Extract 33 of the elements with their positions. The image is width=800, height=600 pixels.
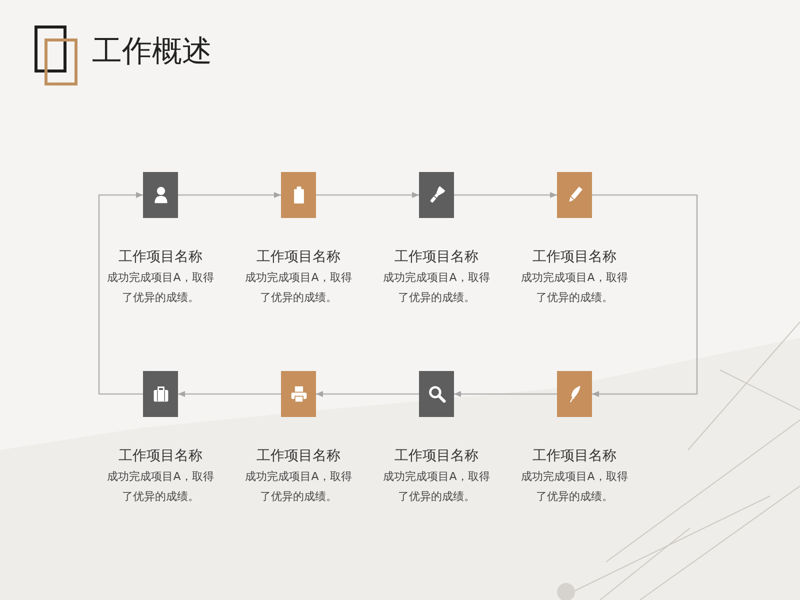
arrow [178, 192, 281, 198]
title: 工作概述 [92, 33, 212, 71]
arrow [454, 192, 557, 198]
step-heading: 工作项目名称 [394, 248, 480, 267]
step-heading: 工作项目名称 [256, 447, 342, 466]
step-heading: 工作项目名称 [532, 447, 618, 466]
square-tile [557, 371, 592, 417]
arrow [178, 391, 281, 397]
elbow-arrow [98, 192, 143, 395]
elbow-arrow [592, 194, 698, 397]
square-tile [557, 172, 592, 218]
step-heading: 工作项目名称 [118, 248, 204, 267]
step-description: 成功完成项目A，取得了优异的成绩。 [244, 270, 353, 306]
step-description: 成功完成项目A，取得了优异的成绩。 [520, 270, 629, 306]
square-tile [281, 371, 316, 417]
square-tile [419, 172, 454, 218]
arrow [454, 391, 557, 397]
arrow [316, 192, 419, 198]
step-description: 成功完成项目A，取得了优异的成绩。 [382, 270, 491, 306]
step-heading: 工作项目名称 [532, 248, 618, 267]
step-description: 成功完成项目A，取得了优异的成绩。 [106, 270, 215, 306]
square-tile [143, 371, 178, 417]
step-description: 成功完成项目A，取得了优异的成绩。 [106, 469, 215, 505]
square-tile [419, 371, 454, 417]
step-description: 成功完成项目A，取得了优异的成绩。 [244, 469, 353, 505]
square-tile [143, 172, 178, 218]
step-heading: 工作项目名称 [256, 248, 342, 267]
step-heading: 工作项目名称 [394, 447, 480, 466]
step-description: 成功完成项目A，取得了优异的成绩。 [520, 469, 629, 505]
square-tile [281, 172, 316, 218]
step-heading: 工作项目名称 [118, 447, 204, 466]
arrow [316, 391, 419, 397]
step-description: 成功完成项目A，取得了优异的成绩。 [382, 469, 491, 505]
